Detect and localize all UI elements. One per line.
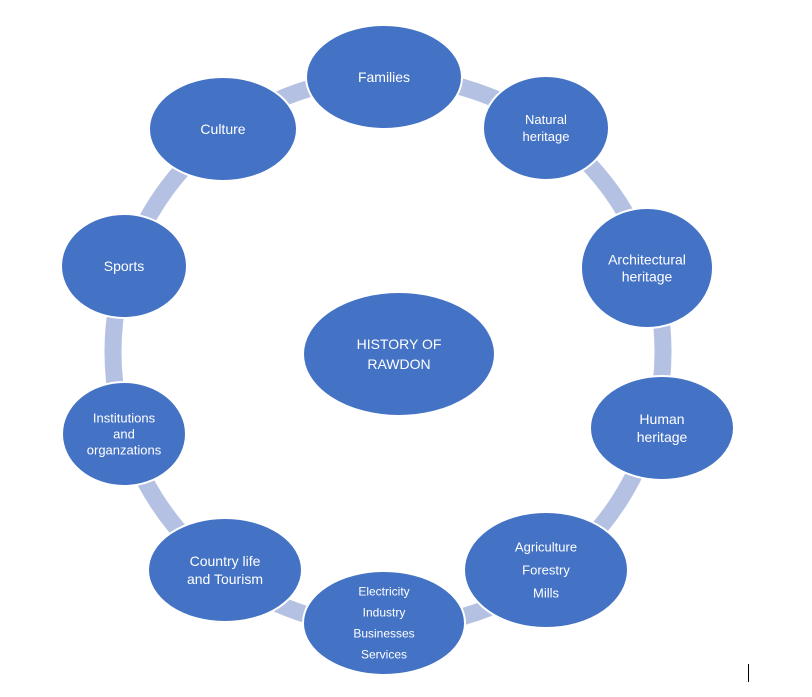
sports-label-line: Sports (104, 258, 144, 274)
history-of-rawdon-center-node: HISTORY OF RAWDON (302, 291, 496, 417)
electricity-label-line: Businesses (353, 627, 414, 641)
electricity-label-line: Electricity (358, 585, 409, 599)
families-node: Families (305, 24, 463, 130)
electricity-label-line: Industry (363, 606, 406, 620)
human-heritage-label-line: heritage (637, 429, 688, 445)
culture-node: Culture (148, 76, 298, 182)
agriculture-ellipse (463, 511, 629, 629)
agriculture-label-line: Mills (533, 586, 559, 601)
country-life-label-line: and Tourism (187, 571, 263, 587)
history-of-rawdon-center-label-line: HISTORY OF (357, 336, 442, 352)
institutions-label-line: and (113, 427, 135, 442)
families-ellipse (305, 24, 463, 130)
electricity-label-line: Services (361, 648, 407, 662)
institutions-label-line: organzations (87, 443, 162, 458)
country-life-label-line: Country life (190, 553, 261, 569)
sports-node: Sports (60, 213, 188, 319)
natural-heritage-label-line: heritage (523, 129, 570, 144)
natural-heritage-label-line: Natural (525, 112, 567, 127)
architectural-heritage-ellipse (580, 207, 714, 329)
agriculture-label-line: Agriculture (515, 540, 577, 555)
agriculture-label-line: Forestry (522, 563, 570, 578)
sports-ellipse (60, 213, 188, 319)
human-heritage-label-line: Human (639, 411, 684, 427)
natural-heritage-node: Natural heritage (482, 75, 610, 181)
human-heritage-node: Human heritage (589, 375, 735, 481)
history-of-rawdon-center-label-line: RAWDON (367, 356, 430, 372)
architectural-heritage-label-line: heritage (622, 269, 673, 285)
institutions-ellipse (61, 381, 187, 487)
country-life-ellipse (147, 517, 303, 623)
country-life-node: Country life and Tourism (147, 517, 303, 623)
natural-heritage-ellipse (482, 75, 610, 181)
history-of-rawdon-center-ellipse (302, 291, 496, 417)
text-cursor (748, 664, 749, 682)
culture-ellipse (148, 76, 298, 182)
electricity-ellipse (302, 570, 466, 676)
institutions-label-line: Institutions (93, 411, 156, 426)
culture-label-line: Culture (200, 121, 245, 137)
human-heritage-ellipse (589, 375, 735, 481)
architectural-heritage-label-line: Architectural (608, 252, 686, 268)
families-label-line: Families (358, 69, 410, 85)
